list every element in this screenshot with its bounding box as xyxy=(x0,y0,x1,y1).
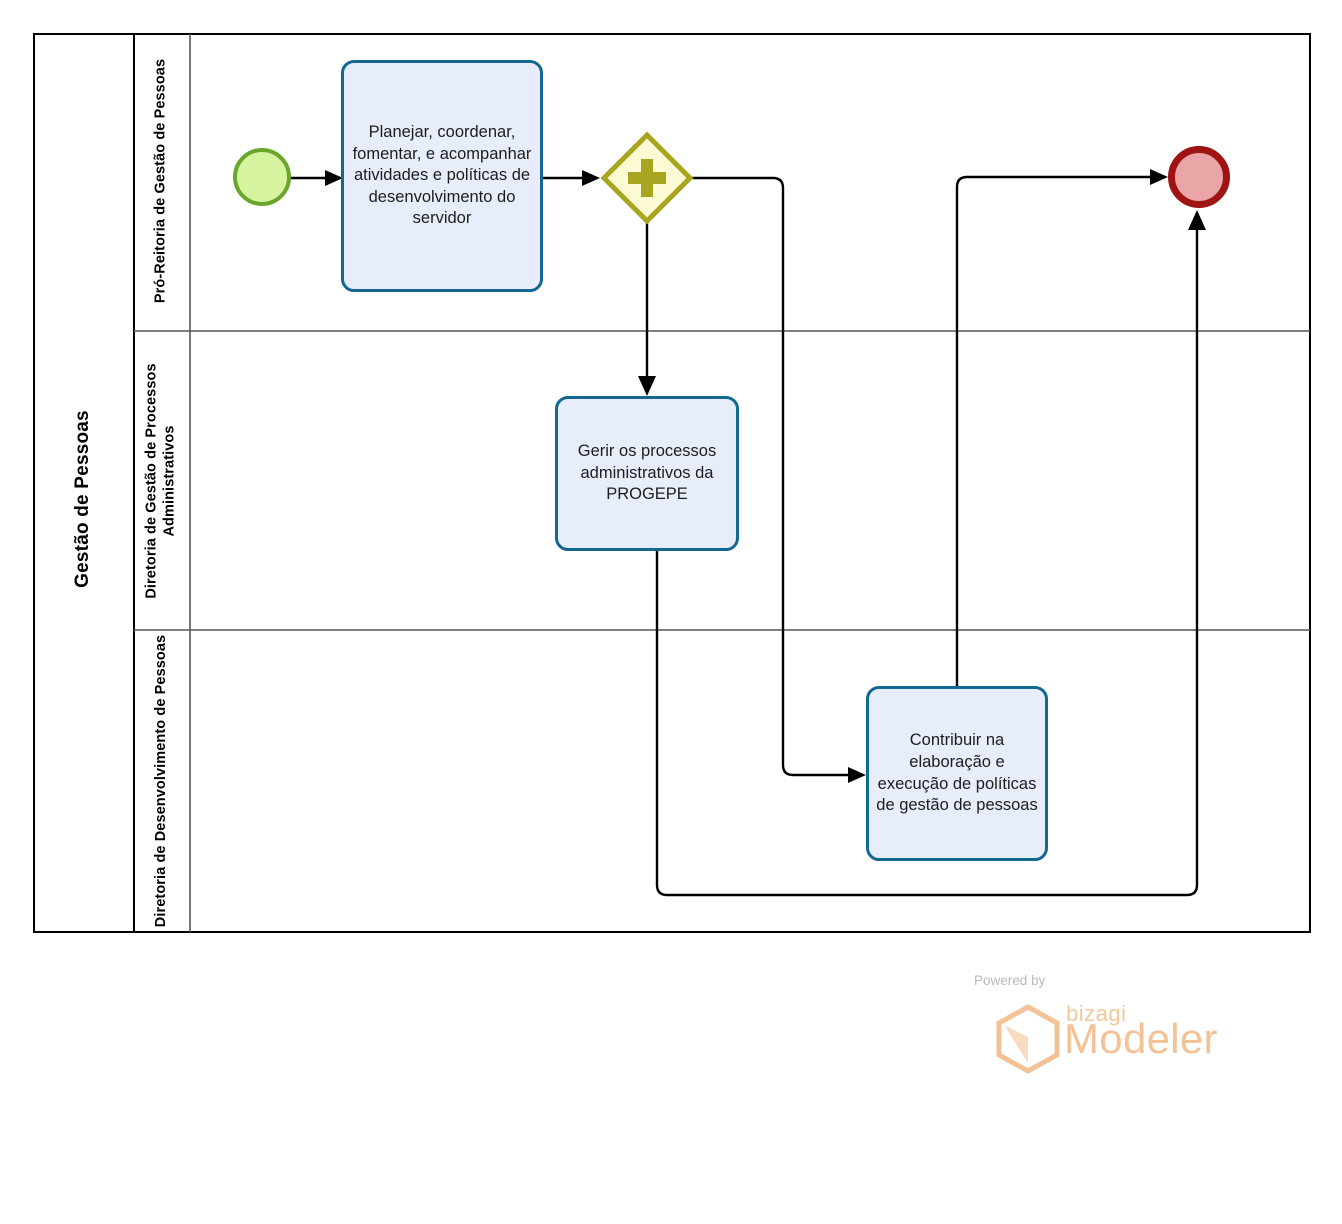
flow-gateway-to-task3 xyxy=(686,176,866,783)
flow-task3-to-end xyxy=(955,169,1168,688)
end-event[interactable] xyxy=(1168,146,1230,208)
flow-task2-to-end xyxy=(655,210,1206,897)
parallel-gateway[interactable] xyxy=(600,131,694,225)
task-planejar-coordenar[interactable]: Planejar, coordenar, fomentar, e acompan… xyxy=(341,60,543,292)
start-event[interactable] xyxy=(233,148,291,206)
flow-start-to-task1 xyxy=(289,170,343,186)
task-gerir-processos[interactable]: Gerir os processos administrativos da PR… xyxy=(555,396,739,551)
flow-gateway-to-task2 xyxy=(638,215,656,396)
pool-outline xyxy=(33,33,1311,933)
flow-task1-to-gateway xyxy=(543,170,600,186)
task-contribuir-politicas[interactable]: Contribuir na elaboração e execução de p… xyxy=(866,686,1048,861)
